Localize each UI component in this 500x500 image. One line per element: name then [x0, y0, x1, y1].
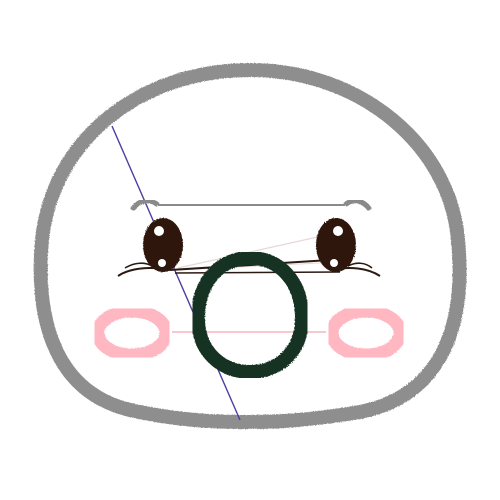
left-eye-icon	[117, 218, 183, 277]
round-face-icon	[33, 62, 467, 430]
lash-thread	[174, 271, 341, 274]
right-blush-icon	[325, 304, 407, 362]
left-blush-icon	[91, 304, 173, 362]
open-mouth-icon	[190, 250, 310, 380]
brow-line-icon	[129, 198, 373, 212]
right-eye-icon	[316, 218, 381, 277]
